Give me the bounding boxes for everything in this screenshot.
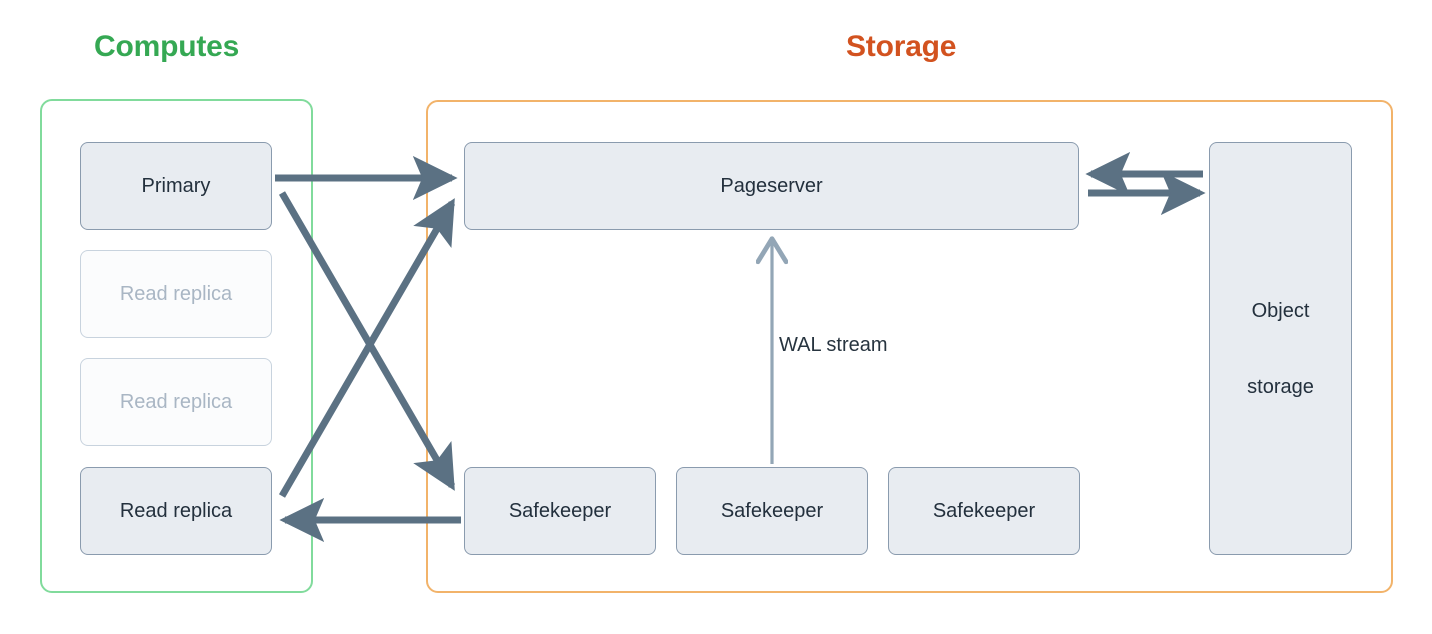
node-read-replica-1[interactable]: Read replica [80,250,272,338]
node-primary[interactable]: Primary [80,142,272,230]
node-read-replica-2[interactable]: Read replica [80,358,272,446]
object-storage-label-line-1: Object [1251,299,1310,322]
node-safekeeper-2[interactable]: Safekeeper [676,467,868,555]
node-safekeeper-3[interactable]: Safekeeper [888,467,1080,555]
computes-group-title: Computes [94,30,240,63]
node-pageserver[interactable]: Pageserver [464,142,1079,230]
node-safekeeper-1[interactable]: Safekeeper [464,467,656,555]
node-object-storage[interactable]: Object storage [1209,142,1352,555]
wal-stream-label: WAL stream [779,334,888,356]
storage-group-title: Storage [846,30,957,63]
node-read-replica-3[interactable]: Read replica [80,467,272,555]
object-storage-label-line-2: storage [1247,375,1314,398]
